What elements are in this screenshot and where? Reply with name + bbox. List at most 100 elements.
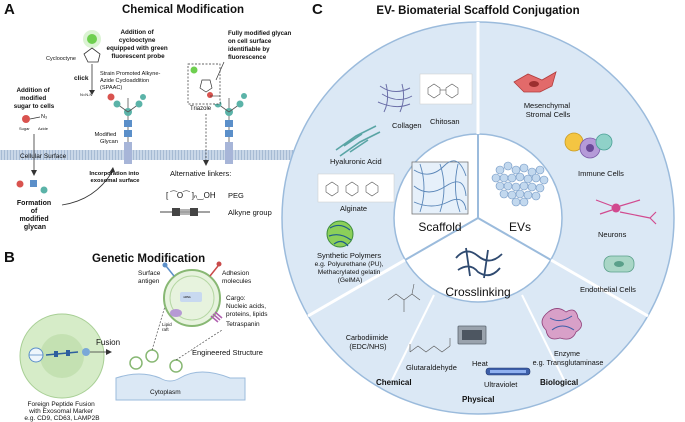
carbodiimide-text: Carbodiimide (EDC/NHS) [346, 333, 390, 351]
modified-sugar-icon [107, 93, 115, 101]
cytoplasm-region [115, 371, 246, 401]
spaac-text: Strain Promoted Alkyne- Azide Cycloaddit… [100, 71, 162, 91]
cargo-label: Cargo: Nucleic acids, proteins, lipids [226, 295, 268, 318]
alkyne-label: Alkyne group [228, 208, 272, 217]
evs-cluster-icon [491, 161, 549, 207]
cytoplasm-label: Cytoplasm [150, 389, 181, 396]
sugar-icon [22, 115, 30, 123]
cell-nucleus [40, 334, 84, 378]
cellular-surface-label: Cellular Surface [20, 153, 67, 160]
sugar-label: Sugar [19, 126, 30, 131]
adhesion-label: Adhesion molecules [222, 270, 252, 285]
neuron-icon [595, 199, 657, 225]
divider-chem-phys [391, 294, 435, 381]
lipid-raft-icon [170, 309, 182, 317]
physical-label: Physical [462, 395, 494, 404]
fully-modified-text: Fully modified glycan on cell surface id… [228, 30, 293, 61]
peg-label: PEG [228, 191, 244, 200]
alginate-structure-icon [317, 173, 395, 203]
triazole-probe-icon [190, 66, 198, 74]
budding-exosome-2 [145, 349, 159, 363]
triazole-sugar-icon [207, 92, 213, 98]
probe-glow-icon [83, 30, 101, 48]
ultraviolet-lamp-icon [485, 367, 531, 376]
cyclooctyne-label: Cyclooctyne [46, 56, 76, 62]
alginate-label: Alginate [340, 204, 367, 213]
scaffold-mesh-icon [411, 160, 469, 215]
incorporation-arrowhead-icon [109, 167, 115, 173]
alkyne-icon [160, 208, 210, 216]
immune-cells-icon [564, 132, 613, 159]
fully-modified-pointer [215, 61, 225, 81]
green-probe-icon [87, 34, 97, 44]
heat-oven-icon [457, 325, 487, 345]
gene-strand-icon [45, 350, 79, 357]
evs-label: EVs [509, 220, 531, 234]
modified-glycan [107, 93, 146, 164]
plasmid-icon [28, 347, 44, 363]
surface-antigen-label: Surface antigen [138, 270, 162, 285]
cargo-block [180, 292, 202, 302]
modified-glycan-label: Modified Glycan [94, 132, 118, 145]
triazole-label: Triazole [190, 106, 212, 112]
budding-exosome-3 [169, 359, 183, 373]
panel-c-title: EV- Biomaterial Scaffold Conjugation [376, 5, 579, 17]
collagen-label: Collagen [392, 121, 422, 130]
synthetic-polymer-icon [326, 220, 354, 248]
glutaraldehyde-structure-icon [409, 338, 451, 353]
heat-label: Heat [472, 359, 489, 368]
peg-structure-text: [ ⁀O⁀ ]ₙ‿OH [166, 190, 216, 200]
panel-b-letter: B [4, 249, 15, 266]
adhesion-molecule-icon [209, 261, 222, 277]
endothelial-label: Endothelial Cells [580, 285, 636, 294]
linker-arrowhead-icon [203, 160, 209, 166]
panel-b: B Genetic Modification Fusion Foreign Pe… [4, 249, 268, 422]
n3-label: N₃ [41, 114, 47, 120]
edc-structure-icon [387, 283, 421, 312]
budding-exosome-1 [129, 356, 143, 370]
hyaluronic-acid-icon [335, 125, 381, 157]
incorporation-arrow [61, 171, 113, 206]
formation-text: Formation of modified glycan [17, 200, 53, 231]
engineered-structure-label: Engineered Structure [192, 348, 263, 357]
collagen-icon [377, 83, 413, 113]
panel-a-title: Chemical Modification [122, 4, 244, 16]
inner-divider-right [477, 217, 552, 261]
panel-a-letter: A [4, 1, 15, 18]
panel-c: C EV- Biomaterial Scaffold Conjugation S… [281, 1, 675, 415]
exosome-inner-membrane [169, 275, 215, 321]
alt-linkers-label: Alternative linkers: [170, 169, 231, 178]
synthetic-polymers-text: Synthetic Polymers e.g. Polyurethane (PU… [315, 251, 386, 284]
chemical-label: Chemical [376, 378, 412, 387]
click-label: click [74, 75, 89, 82]
tetraspanin-label: Tetraspanin [226, 321, 260, 328]
vesicle-icon [82, 348, 90, 356]
crosslinking-network-icon [455, 247, 503, 279]
enzyme-protein-icon [541, 308, 582, 340]
msc-cell-icon [513, 71, 557, 93]
chitosan-label: Chitosan [430, 117, 460, 126]
fusion-label: Fusion [96, 338, 120, 347]
chitosan-structure-icon [419, 73, 473, 105]
lipid-raft-label: Lipid raft [162, 322, 173, 332]
tetraspanin-icon [210, 311, 223, 323]
biological-label: Biological [540, 378, 578, 387]
hyaluronic-label: Hyaluronic Acid [330, 157, 382, 166]
ultraviolet-label: Ultraviolet [484, 380, 518, 389]
foreign-peptide-text: Foreign Peptide Fusion with Exosomal Mar… [24, 401, 99, 422]
endothelial-cell-icon [603, 255, 635, 273]
divider-phys-bio [521, 294, 565, 381]
incorporation-text: Incorporation into exosomal surface [89, 171, 140, 184]
sugar-arrowhead-icon [31, 170, 37, 176]
glycan-anchor-protein [124, 142, 132, 164]
azide-label: Azide [38, 126, 49, 131]
msc-label: Mesenchymal Stromal Cells [524, 101, 572, 119]
glutaraldehyde-label: Glutaraldehyde [406, 363, 457, 372]
click-arrowhead-icon [89, 90, 95, 95]
formation-block-icon [30, 180, 37, 187]
scaffold-label: Scaffold [418, 220, 461, 234]
fusion-arrowhead-icon [106, 349, 112, 355]
formation-teal-icon [40, 186, 48, 194]
crosslinking-label: Crosslinking [445, 285, 510, 299]
triazole-bond-text: N=N-N [80, 92, 92, 97]
